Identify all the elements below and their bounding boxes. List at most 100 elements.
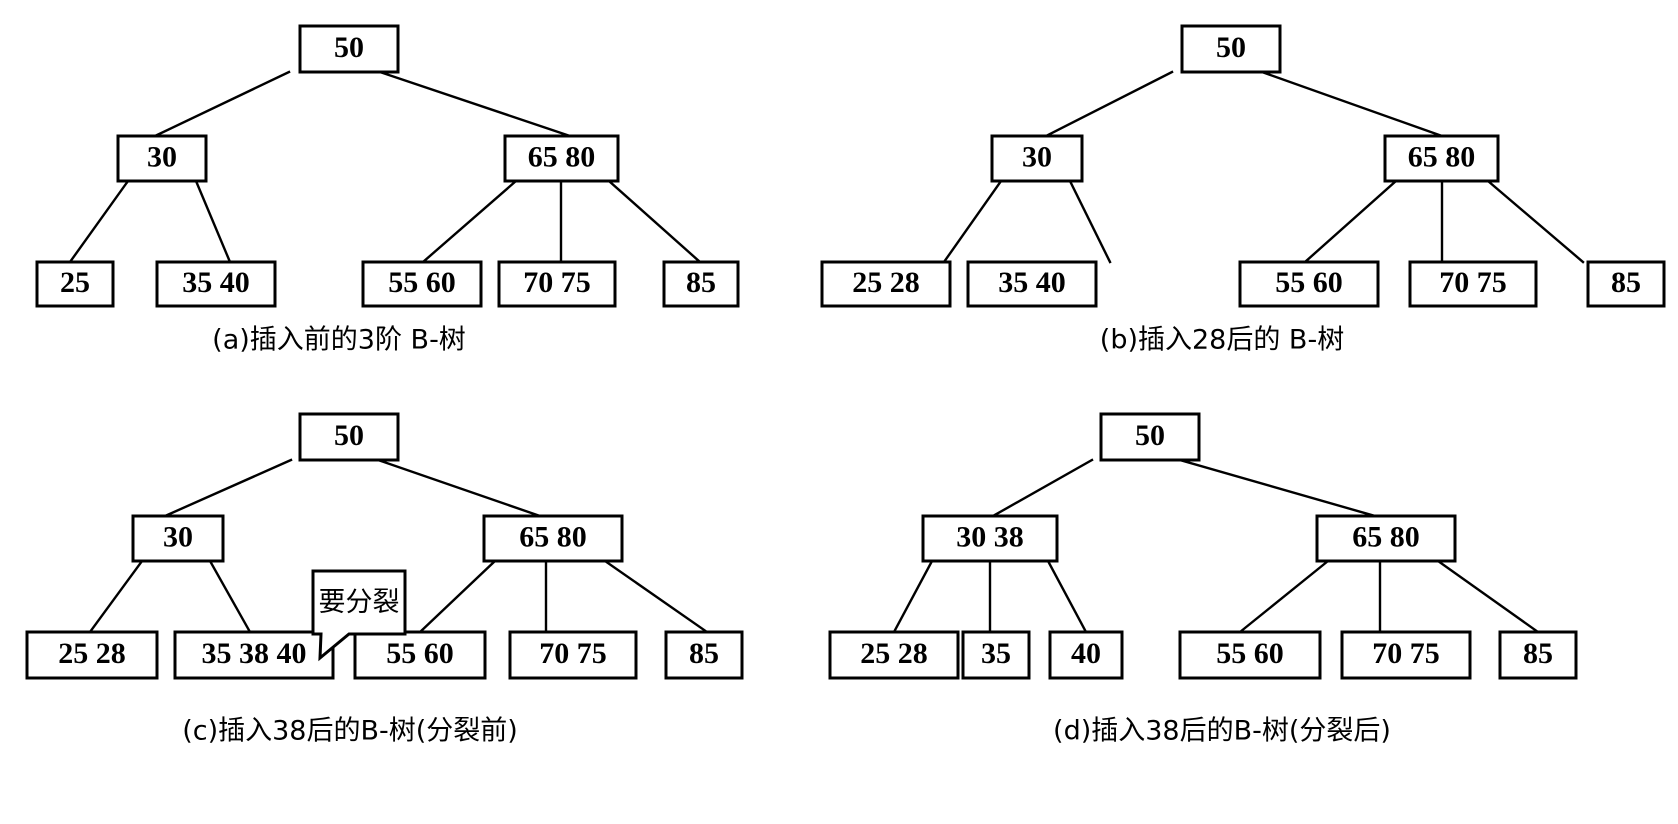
node-keys-label: 70 75 <box>1439 266 1507 299</box>
node-box <box>155 260 277 308</box>
node-box <box>25 630 159 680</box>
tree-node-l-2528[interactable]: 25 28 <box>820 260 952 308</box>
node-keys-label: 85 <box>1611 266 1641 299</box>
tree-node-root[interactable]: 50 <box>1180 24 1282 74</box>
node-keys-label: 85 <box>1523 637 1553 670</box>
tree-edge <box>1303 179 1398 264</box>
tree-node-l-353840[interactable]: 35 38 40 <box>173 630 335 680</box>
node-keys-label: 55 60 <box>1216 637 1284 670</box>
tree-edge <box>1178 458 1377 518</box>
tree-node-n-6580[interactable]: 65 80 <box>1315 514 1457 563</box>
tree-node-l-7075[interactable]: 70 75 <box>497 260 617 308</box>
tree-edge <box>376 458 542 518</box>
tree-node-n-6580[interactable]: 65 80 <box>482 514 624 563</box>
node-keys-label: 65 80 <box>1352 520 1420 553</box>
tree-node-l-85[interactable]: 85 <box>1586 260 1666 308</box>
tree-edge <box>88 559 144 634</box>
panels-layer: 50 30 65 80 25 35 40 55 60 70 75 85 (a)插入前的3阶 B-… <box>25 24 1666 747</box>
node-keys-label: 35 40 <box>182 266 250 299</box>
node-box <box>497 260 617 308</box>
tree-node-root[interactable]: 50 <box>298 412 400 462</box>
tree-edge <box>1436 559 1540 634</box>
node-keys-label: 30 <box>163 520 193 553</box>
node-box <box>1048 630 1124 680</box>
node-box <box>1099 412 1201 462</box>
tree-node-l-7075[interactable]: 70 75 <box>1340 630 1472 680</box>
node-box <box>664 630 744 680</box>
tree-edge <box>1044 70 1174 138</box>
node-box <box>173 630 335 680</box>
node-keys-label: 35 38 40 <box>202 637 307 670</box>
tree-node-l-5560[interactable]: 55 60 <box>353 630 487 680</box>
node-box <box>1498 630 1578 680</box>
tree-node-l-5560[interactable]: 55 60 <box>1238 260 1380 308</box>
node-keys-label: 40 <box>1071 637 1101 670</box>
tree-edge <box>1046 559 1088 634</box>
tree-node-root[interactable]: 50 <box>1099 412 1201 462</box>
node-box <box>361 260 483 308</box>
callout-bubble-shape <box>311 569 407 662</box>
node-keys-label: 55 60 <box>386 637 454 670</box>
tree-edge <box>1260 70 1444 138</box>
tree-node-n-6580[interactable]: 65 80 <box>1383 134 1500 183</box>
callout-label: 要分裂 <box>319 587 400 618</box>
node-keys-label: 25 28 <box>852 266 920 299</box>
panel-caption: (c)插入38后的B-树(分裂前) <box>182 716 518 747</box>
tree-node-l-2528[interactable]: 25 28 <box>828 630 960 680</box>
tree-node-l-2528[interactable]: 25 28 <box>25 630 159 680</box>
tree-node-l-5560[interactable]: 55 60 <box>1178 630 1322 680</box>
tree-node-l-5560[interactable]: 55 60 <box>361 260 483 308</box>
tree-node-l-85[interactable]: 85 <box>1498 630 1578 680</box>
node-box <box>921 514 1059 563</box>
tree-node-n-30[interactable]: 30 <box>116 134 208 183</box>
node-keys-label: 50 <box>334 419 364 452</box>
tree-edge <box>1486 179 1585 264</box>
node-keys-label: 65 80 <box>519 520 587 553</box>
node-keys-label: 25 28 <box>860 637 928 670</box>
panel-caption: (a)插入前的3阶 B-树 <box>212 325 466 356</box>
tree-node-n-6580[interactable]: 65 80 <box>503 134 620 183</box>
tree-node-root[interactable]: 50 <box>298 24 400 74</box>
node-box <box>131 514 225 563</box>
node-box <box>298 412 400 462</box>
node-box <box>353 630 487 680</box>
tree-node-n-30[interactable]: 30 <box>990 134 1084 183</box>
node-keys-label: 70 75 <box>1372 637 1440 670</box>
tree-edge <box>607 179 702 264</box>
node-keys-label: 85 <box>689 637 719 670</box>
split-annotation-callout: 要分裂 <box>311 569 407 662</box>
tree-edge <box>194 179 232 264</box>
node-box <box>990 134 1084 183</box>
node-box <box>1315 514 1457 563</box>
panel-c: 50 30 65 80 25 28 35 38 40 55 60 70 75 85 要分裂 (c)… <box>25 412 744 747</box>
tree-node-n-30[interactable]: 30 <box>131 514 225 563</box>
tree-node-l-25[interactable]: 25 <box>35 260 115 308</box>
tree-edge <box>603 559 709 634</box>
panel-a: 50 30 65 80 25 35 40 55 60 70 75 85 (a)插入前的3阶 B-… <box>35 24 740 356</box>
node-keys-label: 50 <box>1216 31 1246 64</box>
tree-node-n-3038[interactable]: 30 38 <box>921 514 1059 563</box>
node-box <box>1340 630 1472 680</box>
node-box <box>828 630 960 680</box>
tree-node-l-85[interactable]: 85 <box>664 630 744 680</box>
tree-node-l-7075[interactable]: 70 75 <box>1408 260 1538 308</box>
tree-node-l-3540[interactable]: 35 40 <box>155 260 277 308</box>
node-box <box>1178 630 1322 680</box>
node-box <box>662 260 740 308</box>
tree-edge <box>421 179 518 264</box>
tree-node-l-35[interactable]: 35 <box>961 630 1031 680</box>
node-keys-label: 85 <box>686 266 716 299</box>
tree-node-l-3540[interactable]: 35 40 <box>966 260 1098 308</box>
tree-node-l-7075[interactable]: 70 75 <box>508 630 638 680</box>
tree-node-l-85[interactable]: 85 <box>662 260 740 308</box>
node-keys-label: 55 60 <box>1275 266 1343 299</box>
tree-node-l-40[interactable]: 40 <box>1048 630 1124 680</box>
node-box <box>820 260 952 308</box>
node-keys-label: 25 28 <box>58 637 126 670</box>
node-keys-label: 65 80 <box>1408 140 1476 173</box>
node-box <box>503 134 620 183</box>
node-keys-label: 35 40 <box>998 266 1066 299</box>
